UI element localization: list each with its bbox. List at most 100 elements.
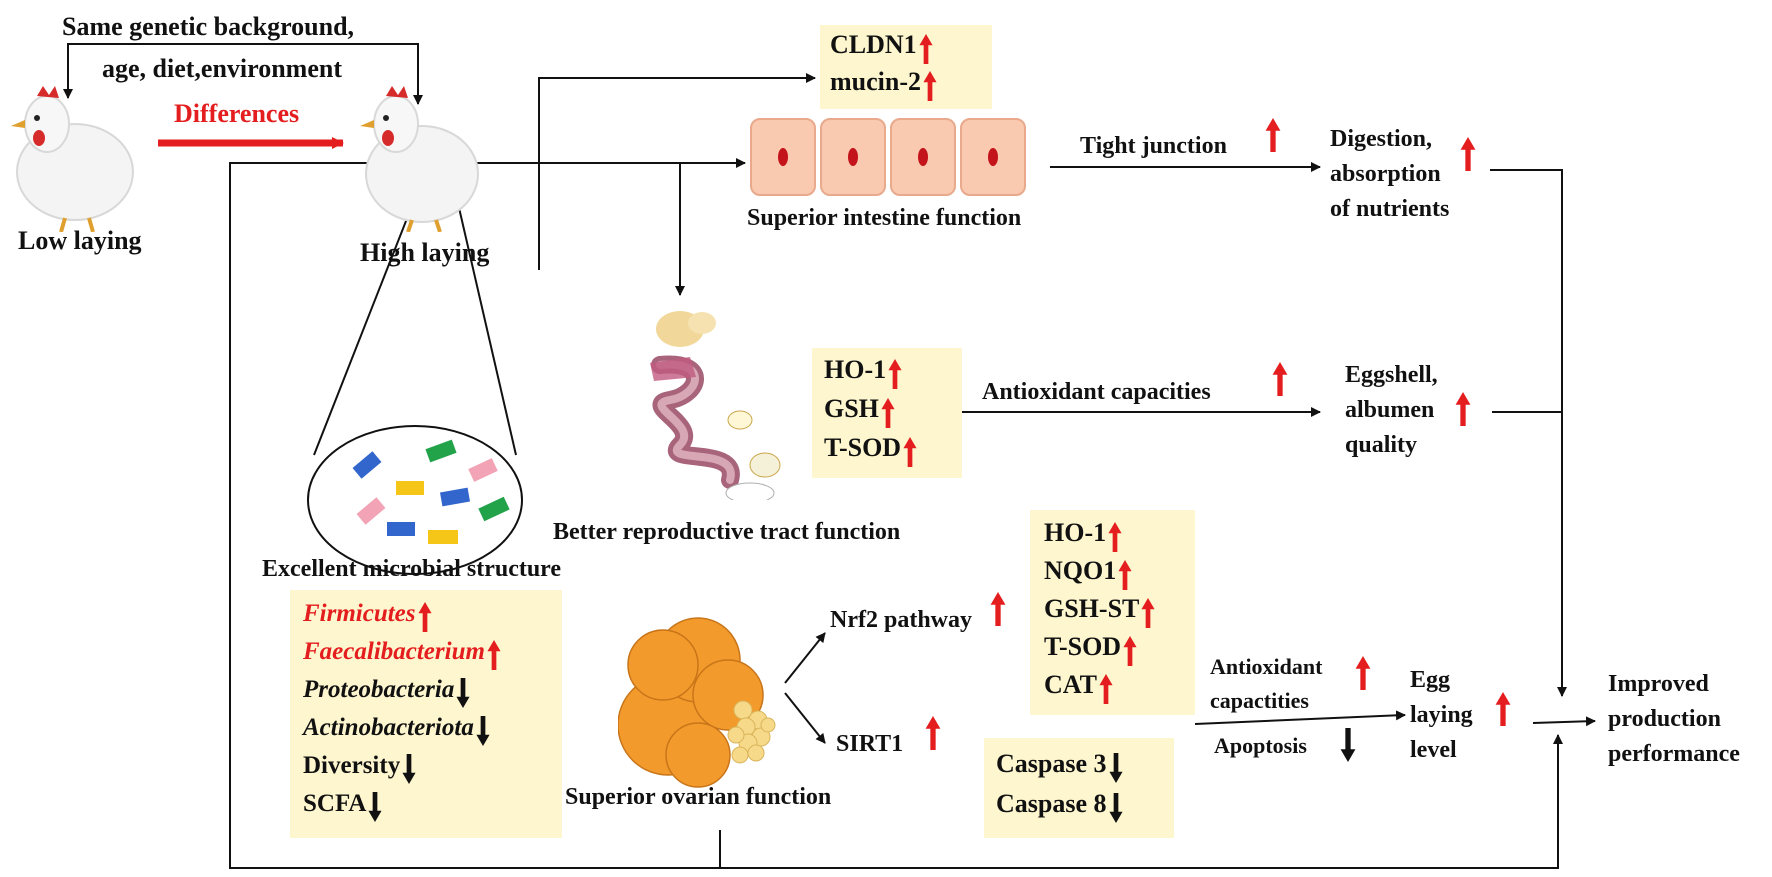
marker-row: mucin-2 [830,67,992,104]
marker-row: Caspase 8 [996,788,1174,828]
ovary-to-sirt1-arrow [784,692,826,744]
eggshell-line: quality [1345,432,1418,458]
bacteria-label: Faecalibacterium [303,638,485,665]
marker-label: Caspase 3 [996,749,1107,778]
up-arrow-icon [925,716,941,750]
reproductive-caption: Better reproductive tract function [553,519,901,545]
down-arrow-icon [456,678,470,709]
bracket-arrow [67,43,423,105]
tight-junction-label: Tight junction [1080,133,1227,159]
down-arrow-icon [1340,728,1356,762]
apoptosis-label: Apoptosis [1214,733,1307,758]
up-arrow-icon [1460,137,1476,171]
caspase-box: Caspase 3 Caspase 8 [984,738,1174,838]
egg-laying-line: level [1410,737,1457,763]
marker-label: mucin-2 [830,67,921,96]
marker-label: CLDN1 [830,30,917,59]
up-arrow-icon [1118,560,1132,591]
marker-row: NQO1 [1044,556,1195,594]
intestine-caption: Superior intestine function [747,205,1022,231]
bacteria-label: SCFA [303,790,367,817]
marker-row: GSH [824,393,962,432]
outcome-line: production [1608,706,1721,732]
bacteria-row: Actinobacteriota [303,712,562,750]
ovary-antioxidant-line: capactities [1210,688,1309,713]
down-arrow-icon [1108,793,1123,824]
ovary-to-nrf2-arrow [784,632,826,684]
bacteria-label: Actinobacteriota [303,714,474,741]
low-laying-label: Low laying [18,226,142,255]
digestion-to-outcome-line [1490,169,1567,697]
digestion-line: of nutrients [1330,196,1450,222]
high-laying-label: High laying [360,238,490,267]
bacteria-row: Faecalibacterium [303,636,562,674]
up-arrow-icon [881,398,895,429]
up-arrow-icon [1455,392,1471,426]
up-arrow-icon [1355,656,1371,690]
egg-laying-line: laying [1410,702,1473,728]
up-arrow-icon [888,359,902,390]
microbe-icon [352,439,510,544]
up-arrow-icon [1123,636,1137,667]
up-arrow-icon [1108,522,1122,553]
marker-row: GSH-ST [1044,594,1195,632]
marker-label: NQO1 [1044,556,1117,585]
outcome-line: Improved [1608,671,1709,697]
marker-row: T-SOD [1044,632,1195,670]
down-arrow-icon [476,716,490,747]
reproductive-tract-icon [650,311,781,500]
up-arrow-icon [417,602,432,633]
digestion-line: absorption [1330,161,1441,187]
nrf2-marker-box: HO-1 NQO1 GSH-ST T-SOD CAT [1030,510,1195,715]
up-arrow-icon [1265,118,1281,152]
marker-label: CAT [1044,670,1097,699]
microbial-caption: Excellent microbial structure [262,556,562,582]
bacteria-label: Firmicutes [303,600,416,627]
marker-label: T-SOD [824,433,902,462]
eggshell-line: albumen [1345,397,1435,423]
up-arrow-icon [487,640,501,671]
bacteria-label: Proteobacteria [303,676,455,703]
egg-to-outcome-arrow [1532,716,1596,727]
header-line1: Same genetic background, [62,12,355,41]
marker-row: CAT [1044,670,1195,708]
ovary-icon [618,617,776,788]
marker-label: HO-1 [824,355,887,384]
differences-label: Differences [174,99,300,128]
nrf2-label: Nrf2 pathway [830,607,972,633]
up-arrow-icon [990,592,1006,626]
bottom-loop-line [229,162,1563,869]
bacteria-label: Diversity [303,752,401,779]
up-arrow-icon [919,34,933,65]
bacteria-row: SCFA [303,788,562,826]
down-arrow-icon [368,792,382,823]
ovary-caption: Superior ovarian function [565,784,832,810]
egg-laying-line: Egg [1410,667,1451,693]
antioxidant-label: Antioxidant capacities [982,379,1211,405]
marker-row: T-SOD [824,432,962,471]
microbe-ellipse [307,425,523,575]
marker-label: HO-1 [1044,518,1107,547]
up-arrow-icon [1141,598,1155,629]
marker-label: GSH-ST [1044,594,1140,623]
down-arrow-icon [402,754,416,785]
bacteria-row: Proteobacteria [303,674,562,712]
hen-icon [360,86,479,232]
digestion-line: Digestion, [1330,126,1432,152]
up-arrow-icon [1272,362,1288,396]
bacteria-row: Diversity [303,750,562,788]
to-egg-laying-arrow [1194,710,1406,725]
header-line2: age, diet,environment [102,54,342,83]
hen-icon [11,86,134,232]
marker-row: CLDN1 [830,30,992,67]
intestine-cell-icon [750,118,1050,196]
ovary-antioxidant-line: Antioxidant [1210,654,1323,679]
reproductive-marker-box: HO-1 GSH T-SOD [812,348,962,478]
marker-label: T-SOD [1044,632,1122,661]
marker-label: Caspase 8 [996,789,1107,818]
down-arrow-icon [1108,753,1123,784]
